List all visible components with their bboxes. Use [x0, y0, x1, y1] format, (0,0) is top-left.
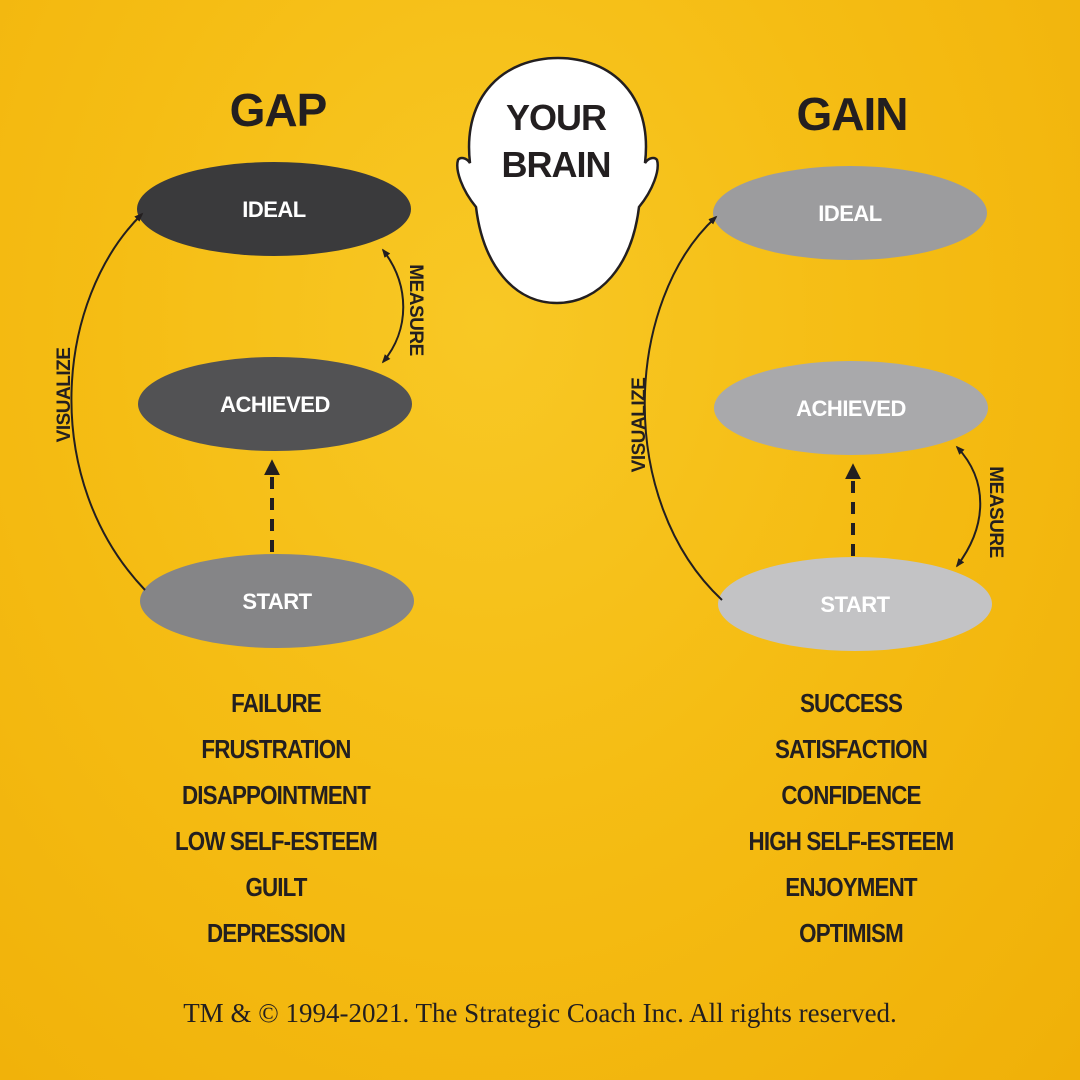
gap-visualize-label: VISUALIZE [54, 348, 75, 443]
gap-measure-label: MEASURE [405, 264, 426, 356]
gain-start-node [718, 557, 992, 651]
gain-outcome-item: ENJOYMENT [785, 872, 917, 902]
gap-start-node [140, 554, 414, 648]
gap-outcomes-list: FAILURE FRUSTRATION DISAPPOINTMENT LOW S… [96, 680, 456, 956]
gap-outcome-item: FAILURE [231, 688, 322, 718]
gap-start-label: START [242, 589, 312, 614]
gain-outcome-item: OPTIMISM [799, 918, 904, 948]
gain-start-label: START [820, 592, 890, 617]
gain-measure-arrow [955, 445, 982, 568]
head-icon [456, 56, 659, 305]
gap-achieved-label: ACHIEVED [220, 392, 330, 417]
gap-outcome-item: DISAPPOINTMENT [182, 780, 371, 810]
gain-visualize-arrow [643, 215, 723, 601]
gap-achieved-node [138, 357, 412, 451]
gain-measure-label: MEASURE [985, 466, 1006, 558]
copyright-notice: TM & © 1994-2021. The Strategic Coach In… [183, 998, 897, 1028]
gap-outcome-item: DEPRESSION [206, 918, 346, 948]
brain-label-line2: BRAIN [502, 144, 611, 185]
gain-ideal-node [713, 166, 987, 260]
gain-outcome-item: CONFIDENCE [781, 780, 921, 810]
gain-outcome-item: SUCCESS [799, 688, 903, 718]
gain-outcome-item: SATISFACTION [774, 734, 928, 764]
gain-achieved-node [714, 361, 988, 455]
brain-label-line1: YOUR [506, 97, 607, 138]
gain-ideal-label: IDEAL [818, 201, 882, 226]
gap-ideal-label: IDEAL [242, 197, 306, 222]
gap-outcome-item: LOW SELF-ESTEEM [174, 826, 378, 856]
gain-title: GAIN [797, 88, 908, 140]
gain-visualize-label: VISUALIZE [629, 378, 650, 473]
gap-measure-arrow [381, 248, 405, 364]
gain-achieved-label: ACHIEVED [796, 396, 906, 421]
gap-ideal-node [137, 162, 411, 256]
gap-visualize-arrow [70, 212, 146, 591]
gain-outcomes-list: SUCCESS SATISFACTION CONFIDENCE HIGH SEL… [671, 680, 1031, 956]
gap-outcome-item: FRUSTRATION [201, 734, 351, 764]
gap-title: GAP [230, 84, 327, 136]
gain-outcome-item: HIGH SELF-ESTEEM [748, 826, 955, 856]
gap-outcome-item: GUILT [245, 872, 307, 902]
